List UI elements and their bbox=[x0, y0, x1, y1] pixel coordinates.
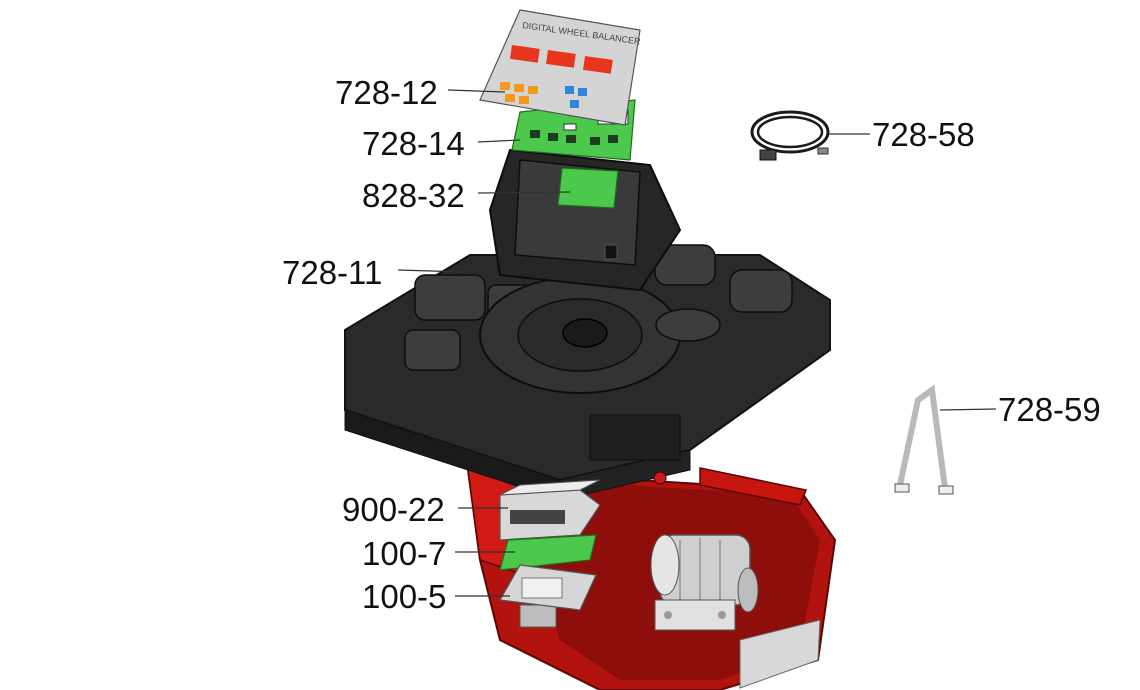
pcb-100-7 bbox=[499, 534, 597, 571]
pcb-828-32 bbox=[557, 167, 619, 209]
label-828-32: 828-32 bbox=[362, 177, 465, 214]
board-100-5 bbox=[499, 564, 597, 611]
label-728-12: 728-12 bbox=[335, 74, 438, 111]
label-728-11: 728-11 bbox=[282, 254, 382, 291]
ribbon-cable-728-59 bbox=[894, 384, 954, 495]
black-console-housing bbox=[344, 148, 831, 501]
leader-728-11 bbox=[397, 269, 466, 273]
label-100-7: 100-7 bbox=[362, 535, 446, 572]
leader-728-59 bbox=[939, 408, 997, 411]
label-900-22: 900-22 bbox=[342, 491, 445, 528]
bracket bbox=[519, 604, 557, 628]
label-100-5: 100-5 bbox=[362, 578, 446, 615]
cable-728-58 bbox=[750, 110, 830, 161]
keypad-panel-728-12: DIGITAL WHEEL BALANCER bbox=[479, 9, 642, 126]
label-728-14: 728-14 bbox=[362, 125, 465, 162]
motor bbox=[650, 534, 759, 631]
leader-828-32 bbox=[477, 191, 571, 194]
power-supply-900-22 bbox=[499, 479, 601, 541]
leader-728-14 bbox=[477, 139, 521, 143]
label-728-58: 728-58 bbox=[872, 116, 975, 153]
label-728-59: 728-59 bbox=[998, 391, 1101, 428]
leader-728-12 bbox=[447, 89, 506, 93]
